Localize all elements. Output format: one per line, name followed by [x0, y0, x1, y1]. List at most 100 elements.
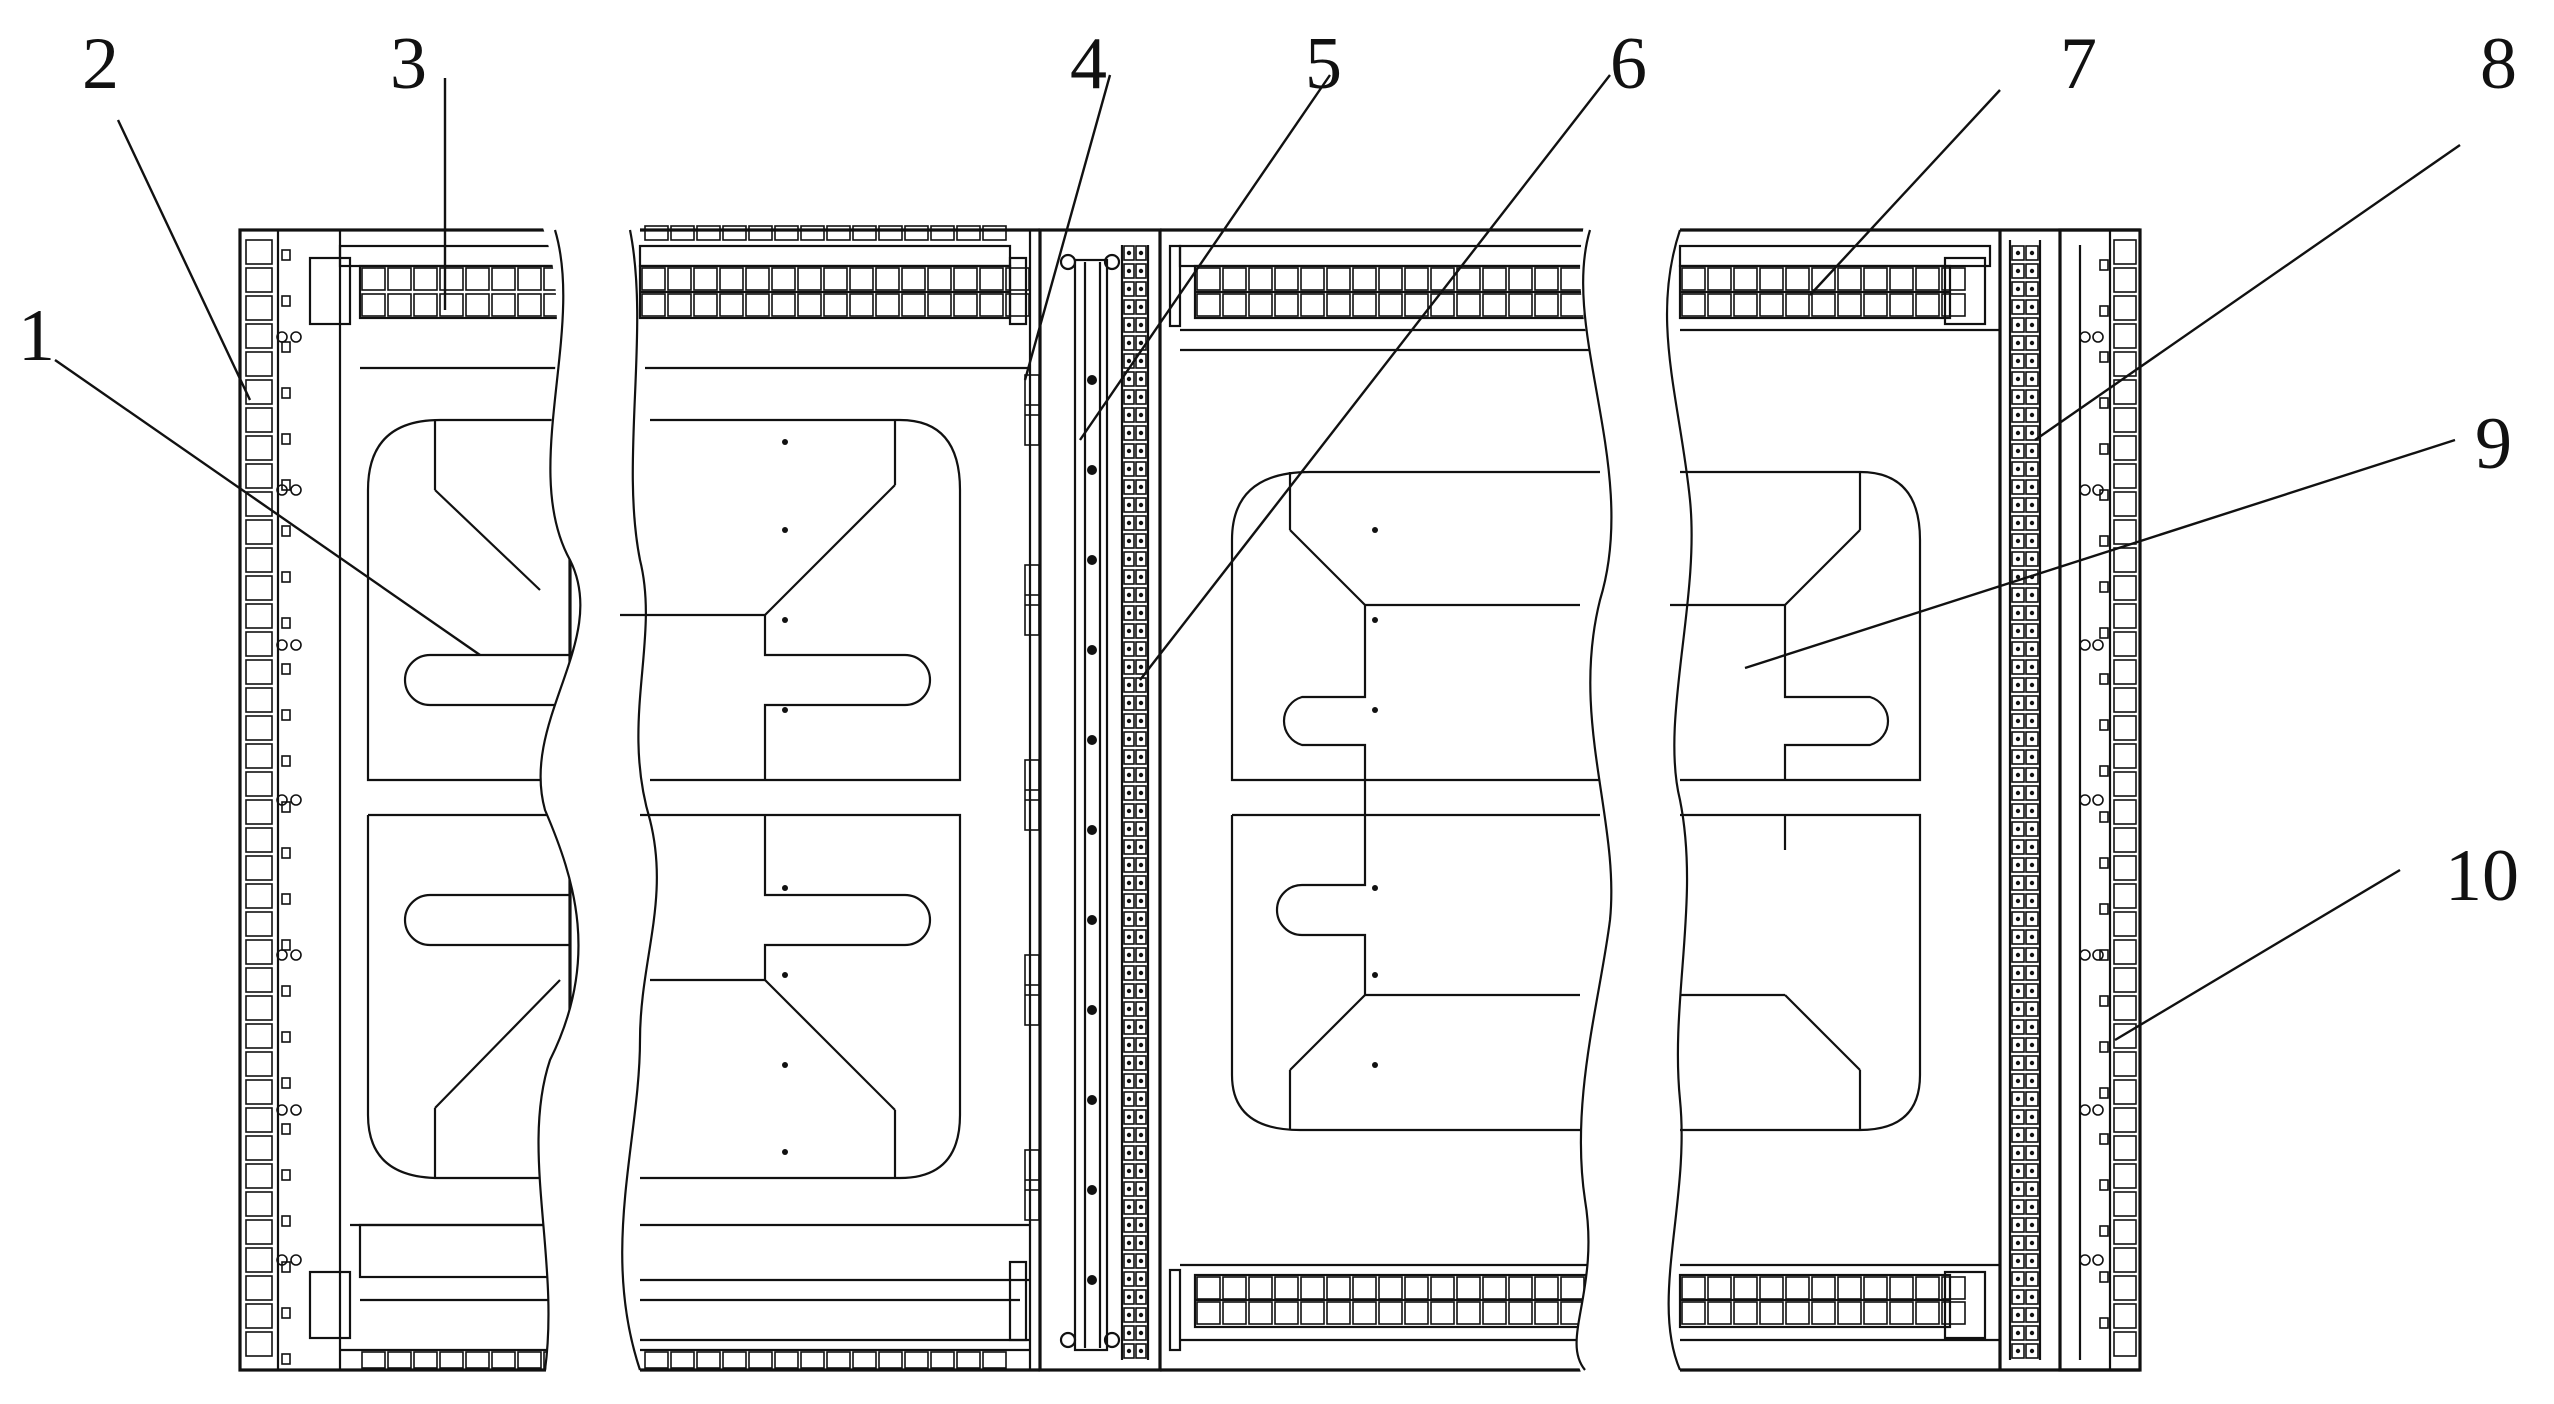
terminal-cell [2025, 1073, 2039, 1089]
leader-lines [54, 74, 2461, 1042]
terminal-cell [2025, 1181, 2039, 1197]
terminal-cell [2113, 1079, 2137, 1105]
terminal-cell [1123, 875, 1135, 891]
terminal-cell [2025, 533, 2039, 549]
terminal-cell [2011, 767, 2025, 783]
screw [290, 639, 302, 651]
terminal-cell [2025, 1091, 2039, 1107]
terminal-cell [245, 351, 273, 377]
terminal-dot [1138, 862, 1144, 868]
terminal-cell [2025, 929, 2039, 945]
terminal-dot [2029, 1276, 2035, 1282]
tab [2099, 857, 2109, 869]
connector-cell [1508, 293, 1533, 317]
connector-cell [667, 293, 692, 317]
connector-cell [800, 225, 825, 241]
terminal-dot [1126, 1024, 1132, 1030]
connector-cell [904, 225, 929, 241]
tab [2099, 351, 2109, 363]
terminal-dot [1138, 880, 1144, 886]
terminal-cell [2011, 1181, 2025, 1197]
terminal-cell [2025, 713, 2039, 729]
screw [2079, 331, 2091, 343]
terminal-cell [2113, 1051, 2137, 1077]
connector-cell [696, 1351, 721, 1369]
terminal-dot [1126, 1186, 1132, 1192]
terminal-cell [2011, 839, 2025, 855]
terminal-dot [2029, 1042, 2035, 1048]
terminal-cell [1135, 1145, 1147, 1161]
terminal-dot [1138, 700, 1144, 706]
terminal-dot [1126, 286, 1132, 292]
terminal-cell [2025, 1145, 2039, 1161]
terminal-cell [2011, 1073, 2025, 1089]
terminal-cell [2113, 1023, 2137, 1049]
terminal-dot [2015, 970, 2021, 976]
terminal-cell [1135, 1127, 1147, 1143]
terminal-dot [2029, 880, 2035, 886]
terminal-cell [245, 939, 273, 965]
connector-cell [1378, 293, 1403, 317]
terminal-cell [2011, 803, 2025, 819]
screw [290, 794, 302, 806]
connector-cell [1430, 293, 1455, 317]
terminal-cell [1135, 965, 1147, 981]
terminal-cell [1135, 641, 1147, 657]
terminal-cell [1135, 1343, 1147, 1359]
terminal-dot [1126, 556, 1132, 562]
terminal-cell [1135, 1271, 1147, 1287]
terminal-cell [2011, 461, 2025, 477]
terminal-cell [1135, 983, 1147, 999]
connector-cell [1274, 1301, 1299, 1325]
terminal-dot [2029, 250, 2035, 256]
terminal-cell [2011, 929, 2025, 945]
terminal-dot [1126, 1006, 1132, 1012]
terminal-dot [2029, 1114, 2035, 1120]
terminal-cell [245, 827, 273, 853]
terminal-cell [1135, 353, 1147, 369]
terminal-dot [1138, 502, 1144, 508]
terminal-cell [2025, 731, 2039, 747]
terminal-dot [2015, 1114, 2021, 1120]
terminal-dot [1126, 1294, 1132, 1300]
terminal-cell [1135, 1199, 1147, 1215]
terminal-cell [1135, 569, 1147, 585]
terminal-dot [2015, 790, 2021, 796]
terminal-cell [245, 1163, 273, 1189]
screw [2079, 949, 2091, 961]
top-connector-cells [641, 225, 1030, 317]
terminal-dot [1138, 1060, 1144, 1066]
terminal-cell [245, 883, 273, 909]
screw [290, 1254, 302, 1266]
terminal-cell [245, 575, 273, 601]
terminal-dot [2015, 1150, 2021, 1156]
connector-cell [826, 225, 851, 241]
terminal-cell [2113, 1163, 2137, 1189]
terminal-cell [1135, 1253, 1147, 1269]
dot [782, 972, 788, 978]
terminal-dot [1126, 322, 1132, 328]
terminal-cell [2113, 799, 2137, 825]
hinge-clip [1024, 1149, 1040, 1221]
terminal-cell [2025, 353, 2039, 369]
screw [2079, 484, 2091, 496]
leader-9 [1744, 438, 2456, 670]
terminal-cell [2113, 323, 2137, 349]
terminal-cell [2025, 461, 2039, 477]
terminal-dot [1126, 412, 1132, 418]
callout-9: 9 [2475, 403, 2512, 485]
connector-cell [1681, 267, 1706, 291]
terminal-cell [1135, 731, 1147, 747]
connector-cell [1352, 1276, 1377, 1300]
terminal-cell [2113, 939, 2137, 965]
terminal-dot [2015, 1348, 2021, 1354]
terminal-dot [2015, 1276, 2021, 1282]
connector-cell [1785, 267, 1810, 291]
terminal-dot [2029, 772, 2035, 778]
terminal-cell [2025, 1217, 2039, 1233]
tab [2099, 1271, 2109, 1283]
terminal-cell [1123, 497, 1135, 513]
terminal-cell [245, 239, 273, 265]
terminal-dot [2029, 556, 2035, 562]
connector-cell [439, 293, 464, 317]
